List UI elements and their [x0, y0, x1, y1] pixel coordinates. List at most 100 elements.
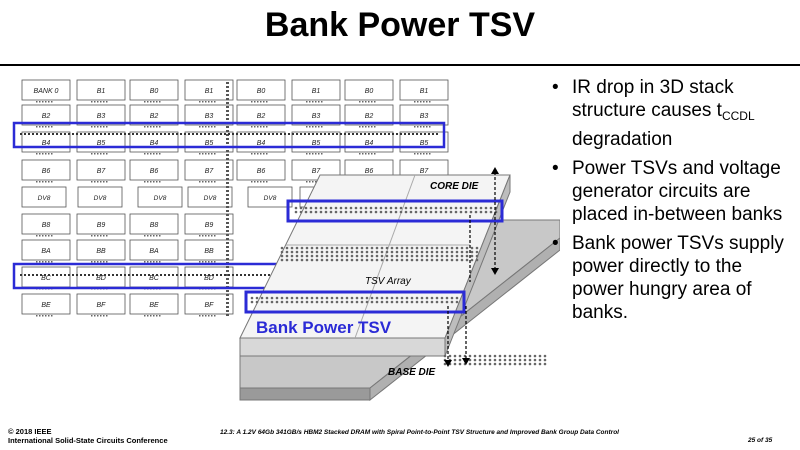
- bank-micro-dot: [97, 181, 99, 183]
- bank-micro-dot: [156, 261, 158, 263]
- bank-micro-dot: [39, 153, 41, 155]
- bank-micro-dot: [94, 126, 96, 128]
- bank-row-tsv-dot: [40, 133, 42, 135]
- bank-row-tsv-dot: [244, 274, 246, 276]
- bank-micro-dot: [159, 315, 161, 317]
- bank-row-tsv-dot: [348, 133, 350, 135]
- die-tsv-dot: [295, 300, 299, 304]
- bank-micro-dot: [48, 153, 50, 155]
- die-tsv-dot: [440, 296, 444, 300]
- center-tsv-dot: [226, 86, 229, 88]
- bank-row-tsv-dot: [320, 133, 322, 135]
- bank-micro-dot: [153, 101, 155, 103]
- bank-micro-dot: [150, 181, 152, 183]
- die-tsv-dot: [315, 258, 319, 262]
- bank-micro-dot: [315, 181, 317, 183]
- die-tsv-dot: [300, 296, 304, 300]
- right-b-bank-1-label: B1: [420, 88, 429, 95]
- center-tsv-dot: [226, 106, 229, 108]
- die-tsv-dot: [385, 296, 389, 300]
- bank-micro-dot: [420, 153, 422, 155]
- mid-bank-1-label: B1: [205, 88, 214, 95]
- die-tsv-dot: [518, 354, 522, 358]
- bank-row-tsv-dot: [252, 274, 254, 276]
- bank-row-tsv-dot: [216, 274, 218, 276]
- center-tsv-dot: [226, 306, 229, 308]
- die-tsv-dot: [424, 210, 428, 214]
- bank-row-tsv-dot: [144, 133, 146, 135]
- bank-micro-dot: [94, 181, 96, 183]
- center-tsv-dot: [226, 154, 229, 156]
- center-tsv-dot: [226, 278, 229, 280]
- die-tsv-dot: [465, 246, 469, 250]
- center-tsv-dot: [226, 202, 229, 204]
- bank-row-tsv-dot: [208, 274, 210, 276]
- die-tsv-dot: [359, 210, 363, 214]
- die-tsv-dot: [329, 206, 333, 210]
- die-tsv-dot: [503, 362, 507, 366]
- die-tsv-dot: [430, 258, 434, 262]
- bank-row-tsv-dot: [96, 274, 98, 276]
- mid-bank-9: [184, 213, 234, 235]
- die-tsv-dot: [305, 254, 309, 258]
- die-tsv-dot: [314, 210, 318, 214]
- die-tsv-dot: [429, 210, 433, 214]
- bank-micro-dot: [205, 235, 207, 237]
- bank-micro-dot: [45, 101, 47, 103]
- die-tsv-dot: [435, 250, 439, 254]
- center-tsv-dot: [226, 186, 229, 188]
- die-tsv-dot: [330, 246, 334, 250]
- bank-micro-dot: [371, 153, 373, 155]
- bank-micro-dot: [312, 126, 314, 128]
- die-tsv-dot: [360, 300, 364, 304]
- die-tsv-dot: [538, 354, 542, 358]
- bank-row-tsv-dot: [80, 133, 82, 135]
- die-tsv-dot: [335, 250, 339, 254]
- die-tsv-dot: [265, 296, 269, 300]
- voltage-generator-label-4: DV8: [264, 195, 277, 202]
- bank-row-tsv-dot: [184, 274, 186, 276]
- bank-row-tsv-dot: [28, 133, 30, 135]
- bank-row-tsv-dot: [188, 274, 190, 276]
- die-tsv-dot: [518, 358, 522, 362]
- die-tsv-dot: [304, 210, 308, 214]
- bank-micro-dot: [359, 126, 361, 128]
- die-tsv-dot: [458, 358, 462, 362]
- die-tsv-dot: [475, 250, 479, 254]
- die-tsv-dot: [295, 254, 299, 258]
- center-tsv-dot: [226, 98, 229, 100]
- die-tsv-dot: [375, 258, 379, 262]
- bank-row-tsv-dot: [148, 274, 150, 276]
- die-tsv-dot: [410, 258, 414, 262]
- die-tsv-dot: [360, 250, 364, 254]
- die-tsv-dot: [405, 258, 409, 262]
- bank-micro-dot: [214, 261, 216, 263]
- bank-row-tsv-dot: [24, 133, 26, 135]
- bank-row-tsv-dot: [264, 274, 266, 276]
- bank-micro-dot: [97, 315, 99, 317]
- bank-micro-dot: [159, 126, 161, 128]
- die-tsv-dot: [430, 296, 434, 300]
- die-tsv-dot: [344, 210, 348, 214]
- bank-micro-dot: [205, 153, 207, 155]
- bank-row-tsv-dot: [124, 274, 126, 276]
- voltage-generator-block-0: [21, 186, 67, 208]
- bank-micro-dot: [97, 101, 99, 103]
- right-b-bank-5-label: B5: [420, 140, 429, 147]
- die-tsv-dot: [465, 250, 469, 254]
- right-b-bank-3-label: B3: [420, 113, 429, 120]
- die-tsv-dot: [513, 362, 517, 366]
- die-tsv-dot: [453, 358, 457, 362]
- bank-micro-dot: [368, 126, 370, 128]
- die-tsv-dot: [285, 296, 289, 300]
- die-tsv-dot: [508, 358, 512, 362]
- bank-micro-dot: [260, 181, 262, 183]
- right-b-bank-3: [399, 104, 449, 126]
- die-tsv-dot: [394, 210, 398, 214]
- bank-micro-dot: [144, 153, 146, 155]
- die-tsv-dot: [444, 210, 448, 214]
- center-tsv-dot: [226, 162, 229, 164]
- die-tsv-dot: [533, 358, 537, 362]
- die-tsv-dot: [425, 258, 429, 262]
- bank-micro-dot: [100, 315, 102, 317]
